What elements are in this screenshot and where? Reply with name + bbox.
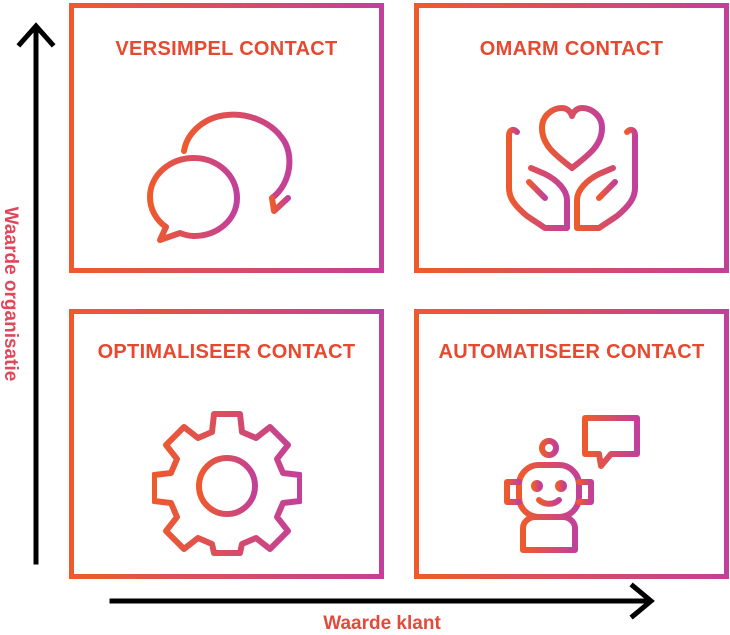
gear-icon	[151, 411, 302, 556]
quadrant-versimpel-contact: VERSIMPEL CONTACT	[69, 3, 384, 273]
quadrant-title: OPTIMALISEER CONTACT	[97, 341, 356, 363]
chatbot-robot-icon	[503, 415, 640, 553]
y-axis-label: Waarde organisatie	[0, 206, 21, 382]
x-axis-label: Waarde klant	[323, 613, 441, 634]
chat-bubbles-icon	[146, 111, 292, 243]
quadrant-optimaliseer-contact: OPTIMALISEER CONTACT	[69, 309, 384, 579]
quadrant-title: AUTOMATISEER CONTACT	[438, 341, 705, 363]
heart-hands-icon	[505, 105, 638, 231]
x-axis-arrow	[109, 582, 655, 620]
quadrant-automatiseer-contact: AUTOMATISEER CONTACT	[414, 309, 729, 579]
quadrant-title: VERSIMPEL CONTACT	[115, 38, 338, 60]
y-axis-arrow	[16, 22, 56, 565]
quadrant-title: OMARM CONTACT	[479, 38, 664, 60]
quadrant-omarm-contact: OMARM CONTACT	[414, 3, 729, 273]
